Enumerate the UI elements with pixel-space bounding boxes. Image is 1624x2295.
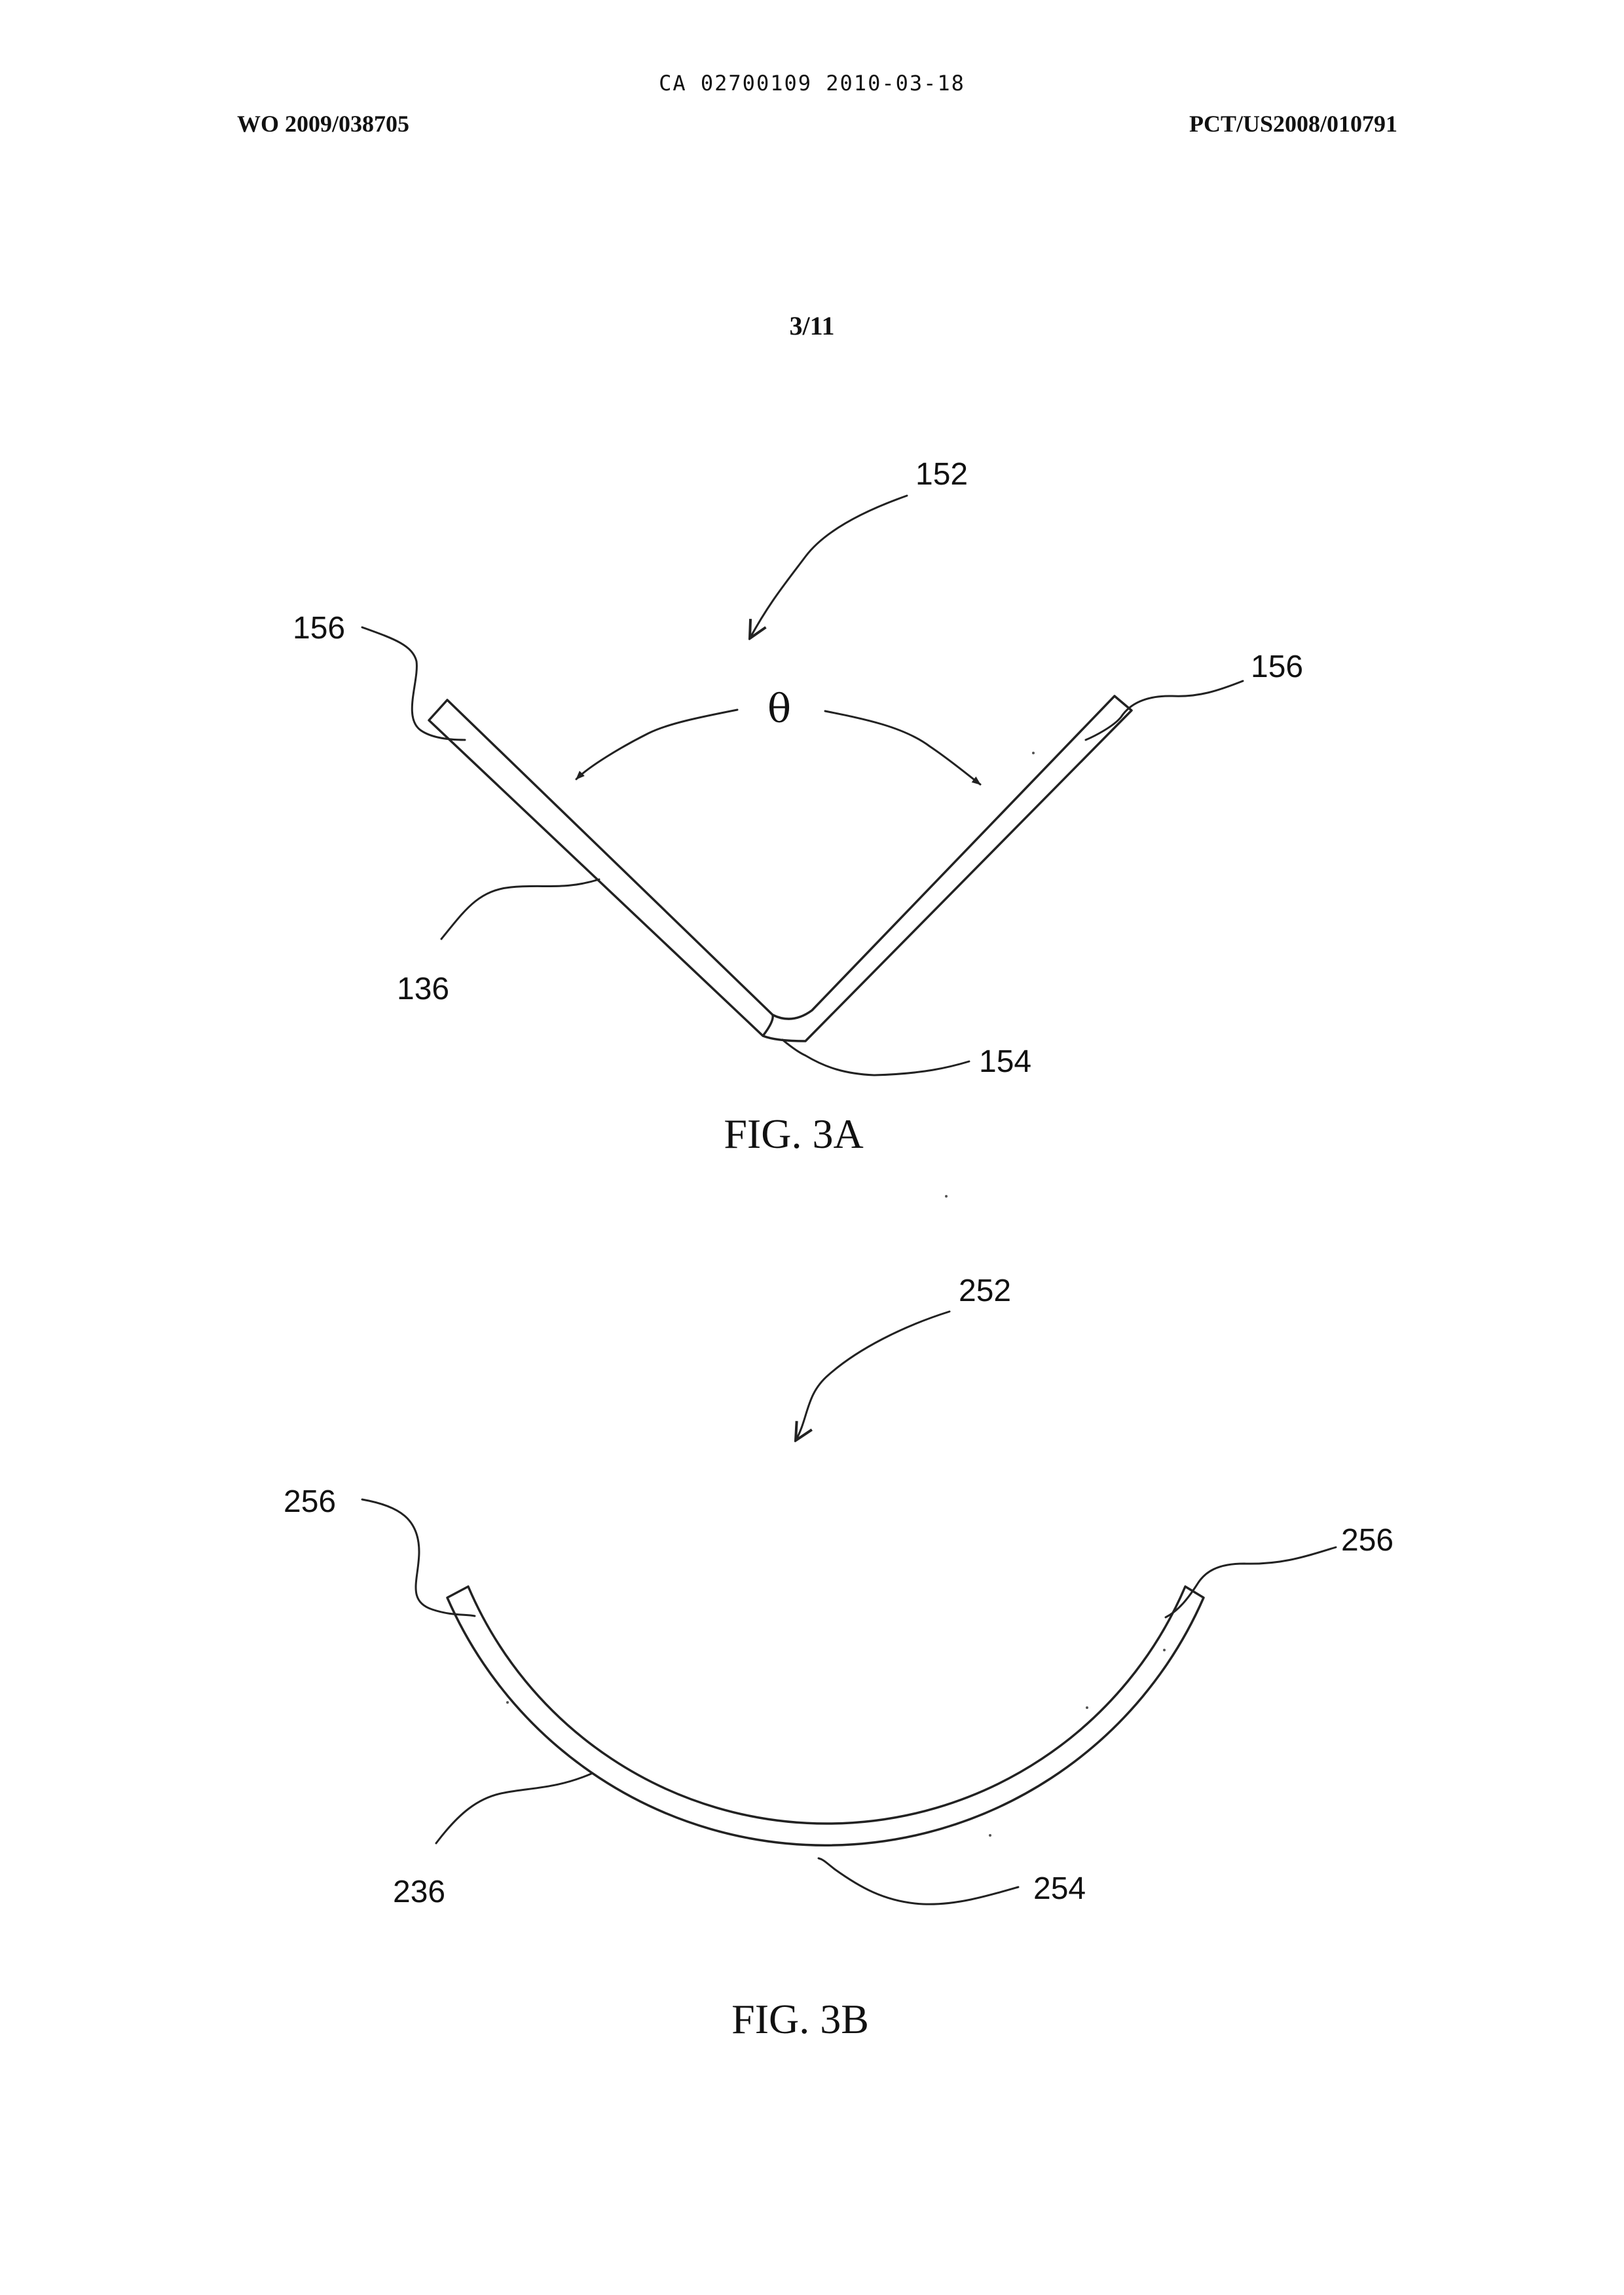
label-154: 154 bbox=[979, 1044, 1031, 1079]
label-256-left: 256 bbox=[284, 1484, 336, 1519]
label-136: 136 bbox=[397, 972, 449, 1006]
leader-236 bbox=[436, 1773, 593, 1843]
label-156-left: 156 bbox=[293, 611, 345, 646]
label-236: 236 bbox=[393, 1875, 445, 1909]
curved-part bbox=[447, 1587, 1204, 1845]
label-252: 252 bbox=[959, 1274, 1011, 1308]
leader-156-left bbox=[362, 627, 465, 740]
leader-136 bbox=[441, 879, 599, 939]
leader-256-left bbox=[362, 1499, 475, 1616]
v-shaped-part bbox=[429, 696, 1132, 1041]
label-152: 152 bbox=[915, 457, 968, 492]
caption-fig-3a: FIG. 3A bbox=[724, 1111, 863, 1157]
leader-252 bbox=[796, 1312, 950, 1441]
leader-254 bbox=[819, 1858, 1018, 1904]
leader-154 bbox=[783, 1040, 969, 1075]
v-part-inner-bend bbox=[763, 1015, 773, 1036]
figure-3a: 152 156 156 θ 136 154 FIG. 3A bbox=[293, 457, 1303, 1157]
label-254: 254 bbox=[1033, 1871, 1086, 1906]
label-156-right: 156 bbox=[1251, 650, 1303, 684]
caption-fig-3b: FIG. 3B bbox=[731, 1996, 869, 2042]
figure-3b: 252 256 256 236 254 FIG. 3B bbox=[284, 1274, 1393, 2042]
angle-arc-right bbox=[825, 711, 980, 784]
label-256-right: 256 bbox=[1341, 1523, 1393, 1558]
leader-156-right bbox=[1086, 681, 1243, 740]
leader-256-right bbox=[1166, 1547, 1336, 1617]
label-theta: θ bbox=[767, 686, 791, 732]
leader-152 bbox=[750, 496, 907, 638]
angle-arc-left bbox=[576, 710, 737, 779]
